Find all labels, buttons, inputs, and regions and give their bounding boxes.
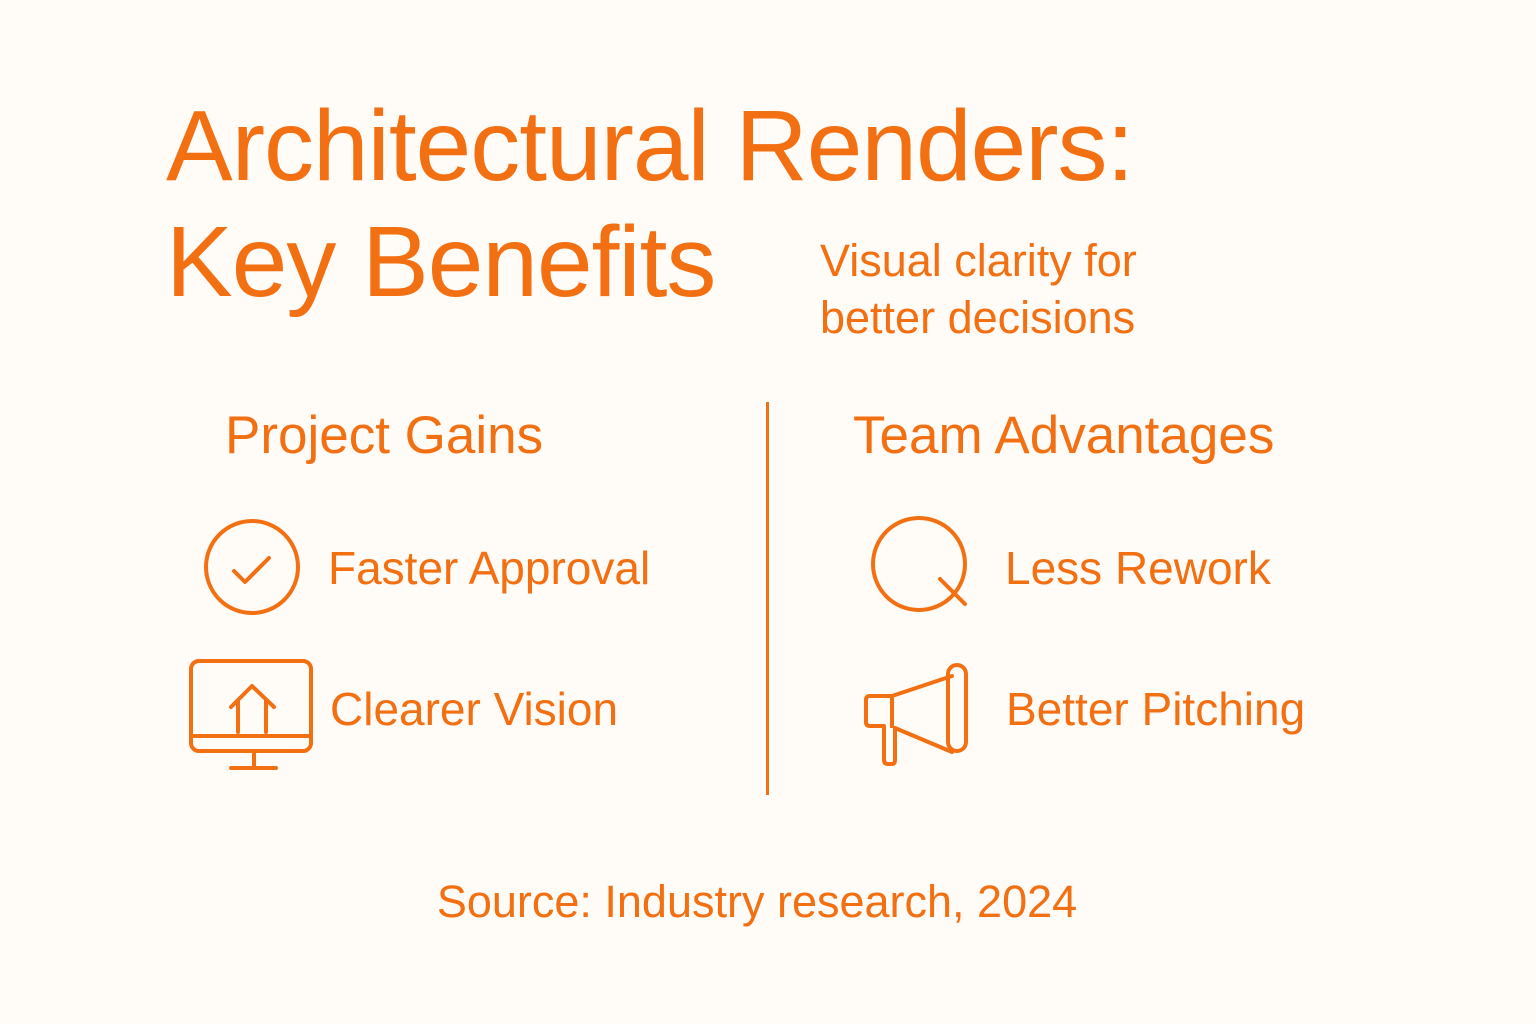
benefit-label: Clearer Vision — [330, 683, 619, 735]
column-divider — [766, 402, 769, 795]
section-heading-team-advantages: Team Advantages — [853, 406, 1275, 465]
monitor-house-icon — [189, 659, 313, 770]
source-note: Source: Industry research, 2024 — [436, 876, 1078, 927]
benefit-label: Faster Approval — [328, 542, 651, 594]
section-heading-project-gains: Project Gains — [225, 406, 544, 465]
title-line-1: Architectural Renders: — [166, 90, 1134, 202]
benefit-label: Better Pitching — [1006, 683, 1306, 735]
page-title: Architectural Renders: Key Benefits — [166, 88, 1134, 320]
check-circle-icon — [204, 519, 300, 615]
subtitle-line-2: better decisions — [820, 292, 1136, 343]
megaphone-icon — [864, 663, 968, 766]
benefit-label: Less Rework — [1005, 542, 1271, 594]
subtitle-line-1: Visual clarity for — [820, 235, 1137, 286]
magnifier-q-icon — [871, 516, 967, 612]
subtitle: Visual clarity for better decisions — [820, 232, 1137, 346]
title-line-2: Key Benefits — [166, 206, 716, 318]
